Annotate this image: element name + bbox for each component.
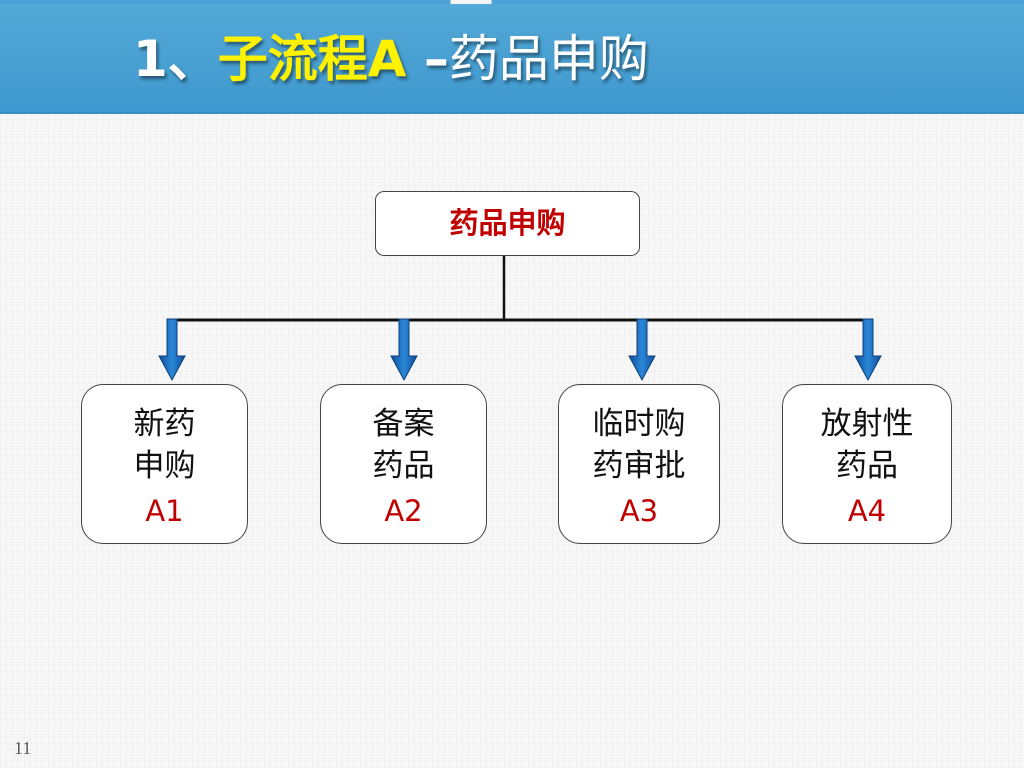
page-number: 11 [14, 738, 32, 758]
child-node-a3: 临时购 药审批 A3 [558, 384, 720, 544]
child-node-a2: 备案 药品 A2 [320, 384, 487, 544]
child-code: A3 [619, 494, 659, 528]
root-node: 药品申购 [375, 191, 640, 256]
arrow-down-icon-4 [854, 318, 882, 382]
arrow-down-icon-3 [628, 318, 656, 382]
slide-title: 1、子流程A –药品申购 [133, 24, 649, 94]
title-dash: – [406, 30, 449, 88]
child-label-line1: 新药 [133, 406, 196, 442]
child-label-line1: 放射性 [820, 406, 914, 442]
child-label-line1: 备案 [372, 406, 435, 442]
arrow-down-icon-2 [390, 318, 418, 382]
title-bar [0, 0, 1024, 114]
child-label-line2: 药品 [372, 448, 435, 484]
title-name: 药品申购 [448, 30, 649, 88]
child-code: A1 [145, 494, 184, 528]
child-label-line1: 临时购 [592, 406, 686, 442]
child-node-a4: 放射性 药品 A4 [782, 384, 952, 544]
arrow-down-icon-1 [158, 318, 186, 382]
child-node-a1: 新药 申购 A1 [81, 384, 248, 544]
child-code: A4 [847, 494, 887, 528]
child-label-line2: 药品 [836, 448, 898, 484]
title-number: 1、 [133, 30, 218, 88]
title-bar-accent [0, 0, 1024, 4]
child-code: A2 [384, 494, 423, 528]
child-label-line2: 申购 [133, 448, 196, 484]
title-subprocess: 子流程A [217, 30, 407, 88]
child-label-line2: 药审批 [592, 448, 686, 484]
